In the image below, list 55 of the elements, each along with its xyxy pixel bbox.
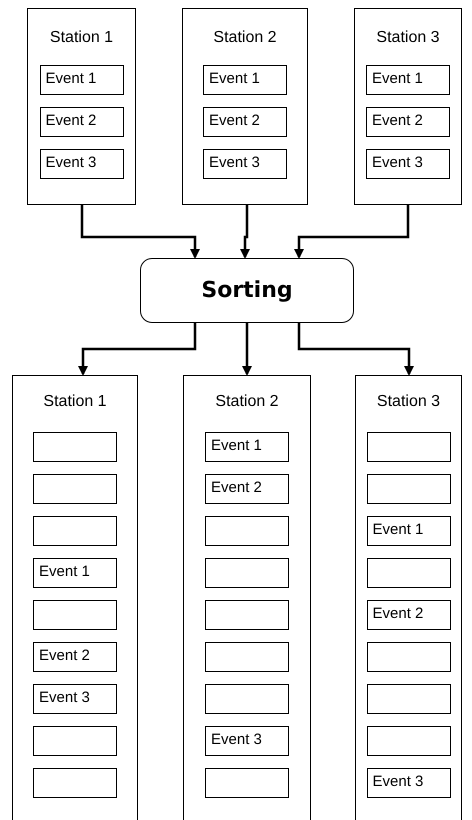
station-panel <box>12 375 138 820</box>
event-card: Event 3 <box>40 149 124 179</box>
arrow <box>294 205 410 259</box>
empty-slot <box>205 558 289 588</box>
arrow <box>240 205 250 259</box>
empty-slot <box>205 516 289 546</box>
event-card: Event 3 <box>205 726 289 756</box>
station-panel <box>183 375 311 820</box>
empty-slot <box>205 768 289 798</box>
event-card: Event 1 <box>203 65 287 95</box>
empty-slot <box>366 684 450 714</box>
event-card: Event 3 <box>366 149 450 179</box>
empty-slot <box>366 432 450 462</box>
event-card: Event 2 <box>366 107 450 137</box>
event-card: Event 1 <box>205 432 289 462</box>
empty-slot <box>33 516 117 546</box>
empty-slot <box>33 474 117 504</box>
empty-slot <box>33 600 117 630</box>
empty-slot <box>205 600 289 630</box>
process-box: Sorting <box>140 258 354 323</box>
arrow <box>78 323 196 376</box>
station-title: Station 3 <box>376 393 442 411</box>
arrow <box>298 323 414 376</box>
empty-slot <box>205 684 289 714</box>
event-card: Event 2 <box>33 642 117 672</box>
event-card: Event 1 <box>366 516 450 546</box>
station-panel <box>27 8 136 205</box>
empty-slot <box>366 558 450 588</box>
event-card: Event 2 <box>40 107 124 137</box>
station-title: Station 2 <box>214 393 280 411</box>
event-card: Event 3 <box>366 768 450 798</box>
empty-slot <box>366 474 450 504</box>
arrow <box>242 323 252 376</box>
station-title: Station 3 <box>375 29 441 47</box>
event-card: Event 3 <box>33 684 117 714</box>
event-card: Event 1 <box>366 65 450 95</box>
station-title: Station 1 <box>42 393 108 411</box>
station-title: Station 1 <box>48 29 114 47</box>
empty-slot <box>366 726 450 756</box>
empty-slot <box>33 432 117 462</box>
arrow <box>80 205 200 259</box>
event-card: Event 3 <box>203 149 287 179</box>
station-panel <box>354 8 462 205</box>
empty-slot <box>205 642 289 672</box>
station-panel <box>182 8 308 205</box>
station-panel <box>355 375 462 820</box>
event-card: Event 1 <box>40 65 124 95</box>
station-title: Station 2 <box>212 29 278 47</box>
event-card: Event 2 <box>205 474 289 504</box>
empty-slot <box>366 642 450 672</box>
empty-slot <box>33 726 117 756</box>
event-card: Event 2 <box>366 600 450 630</box>
event-card: Event 2 <box>203 107 287 137</box>
event-card: Event 1 <box>33 558 117 588</box>
empty-slot <box>33 768 117 798</box>
